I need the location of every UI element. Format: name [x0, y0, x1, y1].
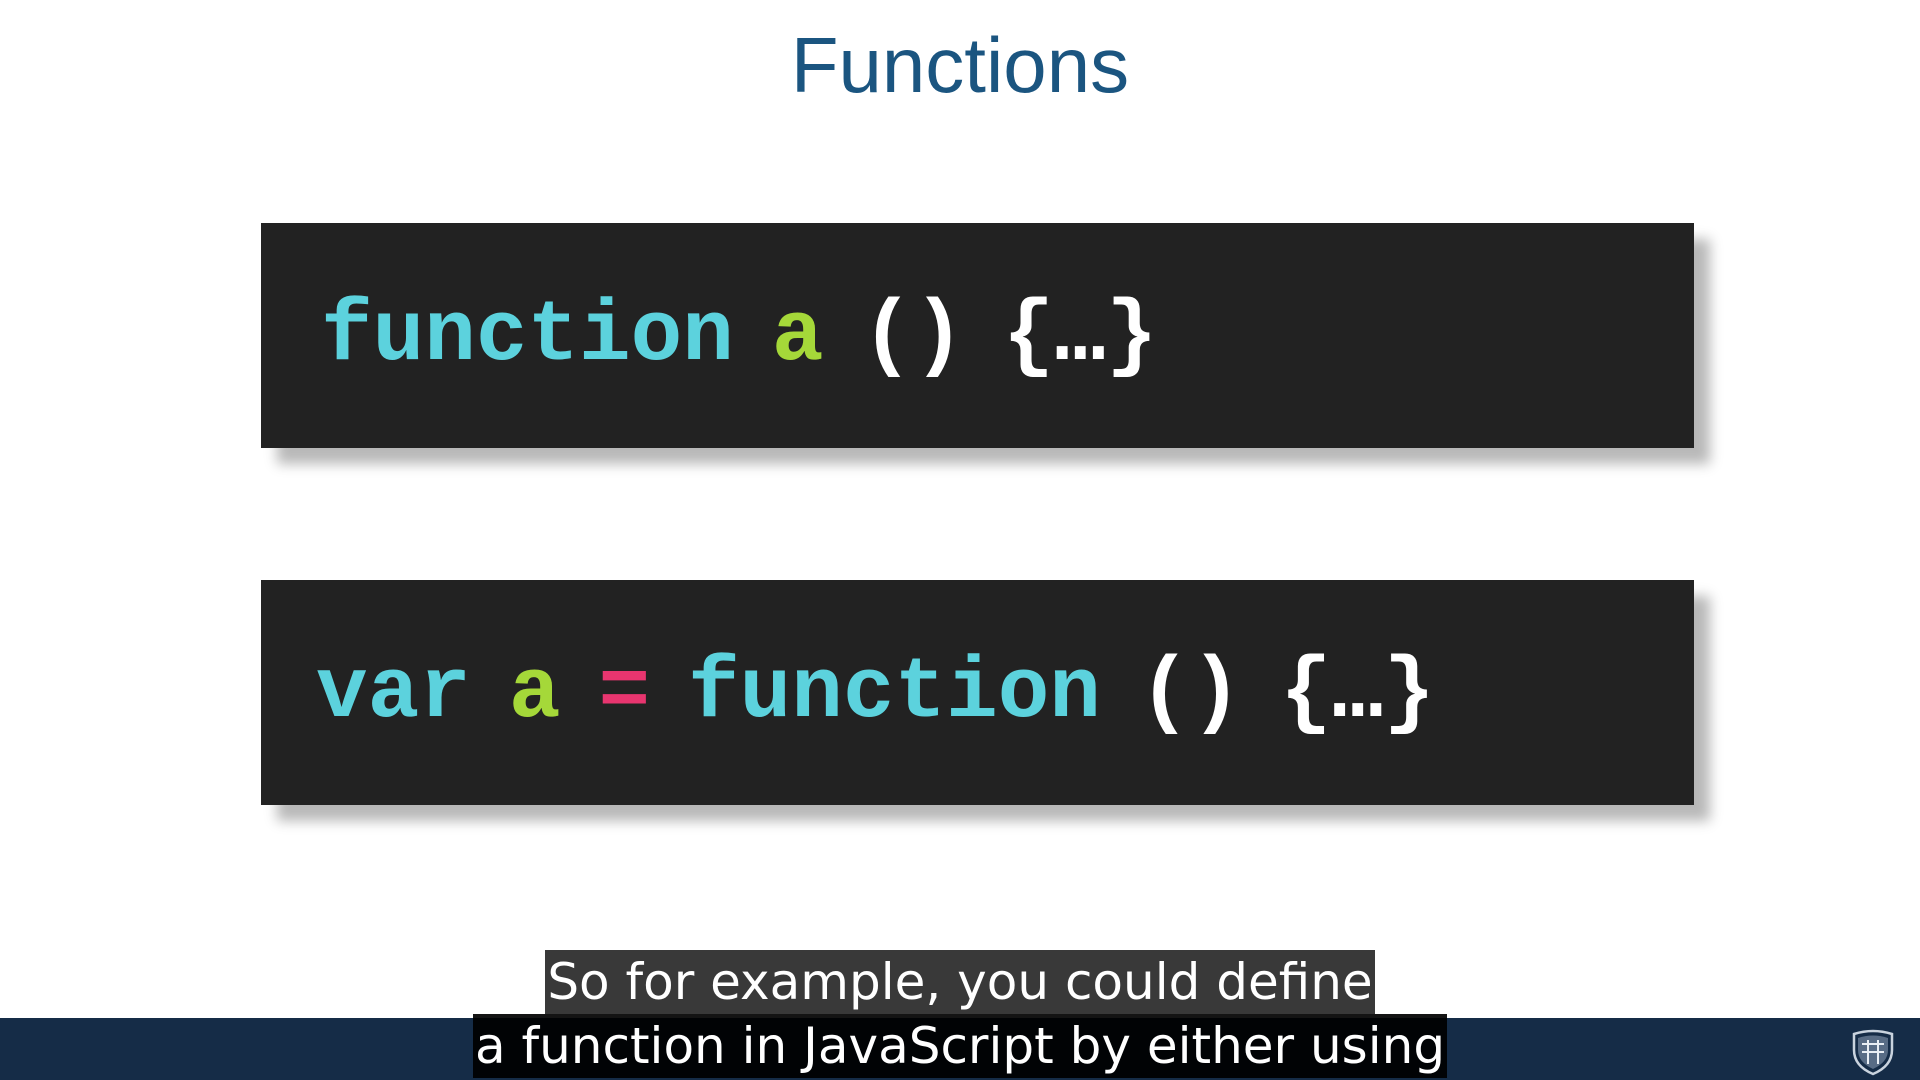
code-token-identifier: a [508, 643, 561, 742]
caption-line: So for example, you could define [545, 950, 1375, 1014]
slide-title: Functions [790, 21, 1130, 109]
subtitle-captions: So for example, you could define a funct… [0, 950, 1920, 1078]
code-token-body: {…} [1002, 286, 1158, 385]
caption-line: a function in JavaScript by either using [472, 1014, 1448, 1078]
code-token-parentheses: () [861, 286, 965, 385]
code-block-function-declaration: function a () {…} [261, 223, 1694, 448]
code-token-keyword: function [321, 286, 734, 385]
code-token-parentheses: () [1138, 643, 1243, 742]
code-token-operator: = [598, 643, 651, 742]
code-token-body: {…} [1280, 643, 1435, 742]
code-token-identifier: a [771, 286, 824, 385]
shield-crest-icon [1852, 1029, 1894, 1076]
code-token-keyword: var [316, 643, 471, 742]
code-token-keyword: function [688, 643, 1101, 742]
